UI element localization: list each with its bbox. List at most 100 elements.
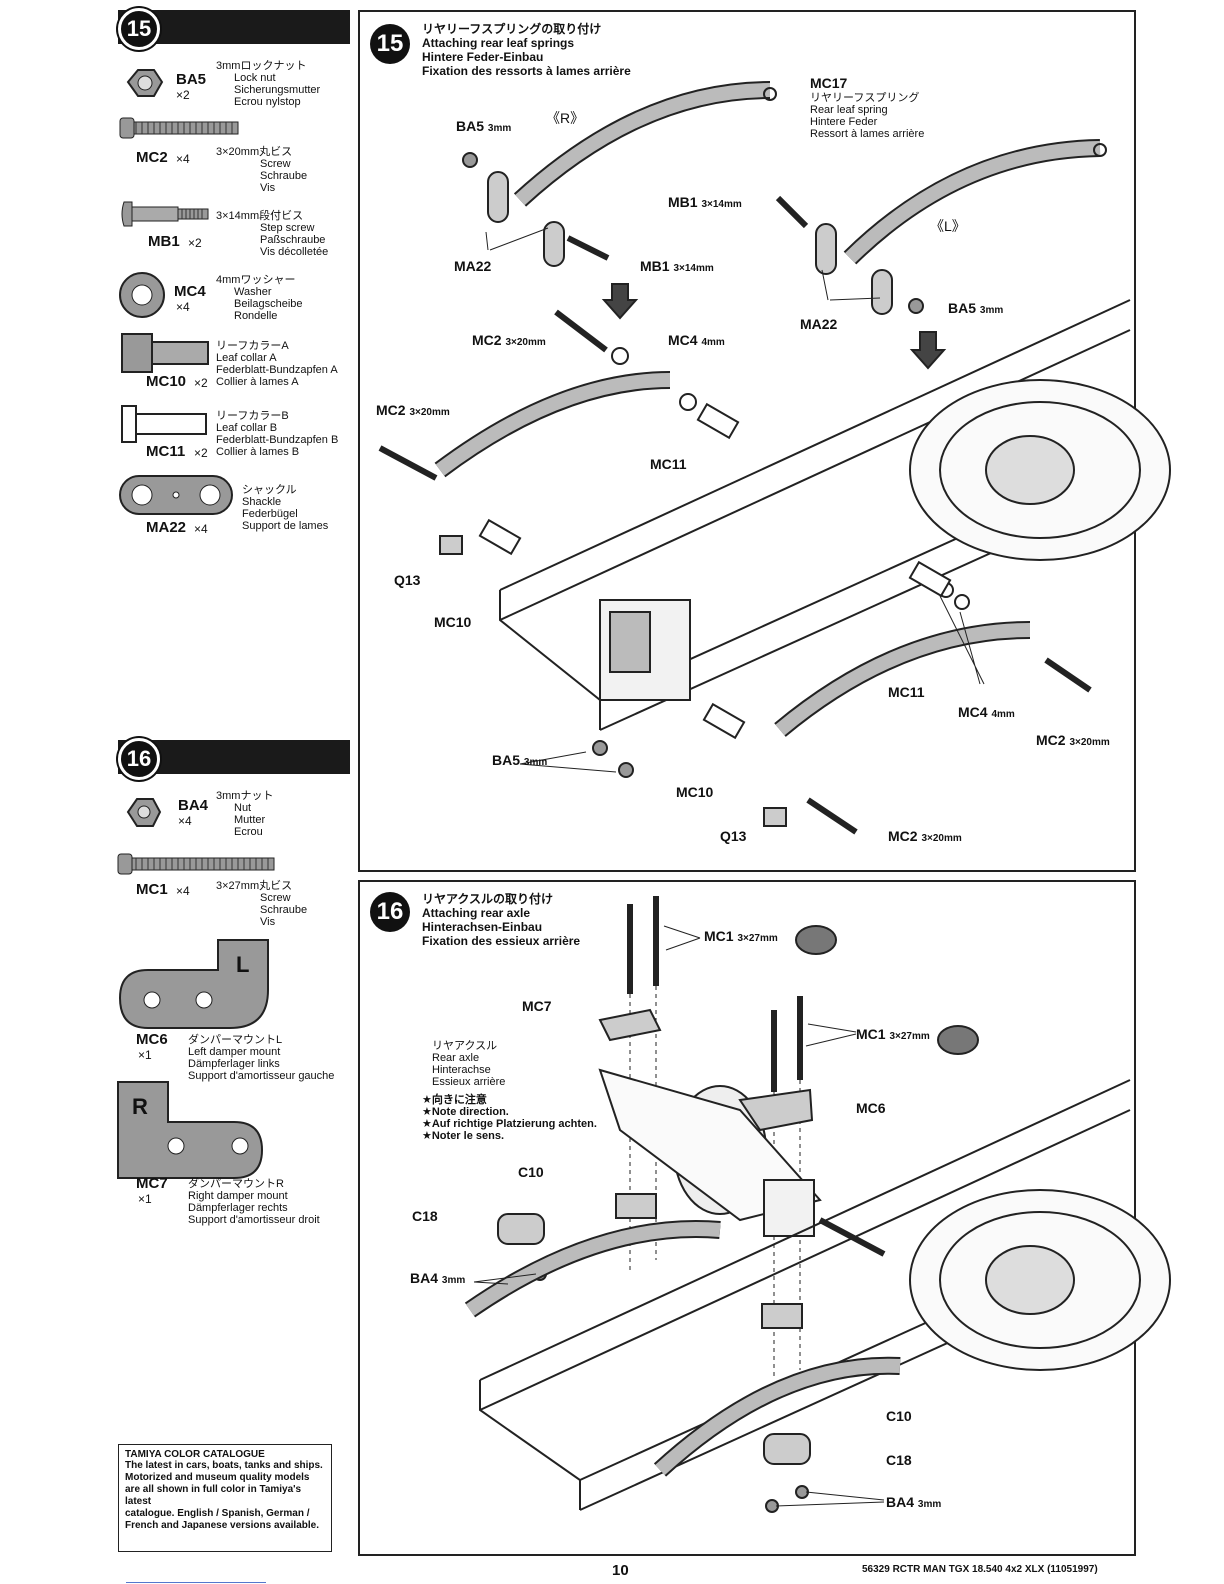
- mc1-code: MC1: [136, 881, 168, 898]
- mc4-qty: ×4: [176, 300, 190, 314]
- ba5-label-right: BA5 3mm: [948, 300, 1004, 316]
- mc2-label-d: MC2 3×20mm: [888, 828, 962, 844]
- mc11-leaf-collar-b-icon: [121, 405, 207, 443]
- q13-label-b: Q13: [720, 828, 747, 844]
- ba5-label-bottom: BA5 3mm: [492, 752, 548, 768]
- mc2-label-c: MC2 3×20mm: [1036, 732, 1110, 748]
- mc11-qty: ×2: [194, 446, 208, 460]
- step15-number-badge: 15: [118, 8, 160, 50]
- catalogue-box: TAMIYA COLOR CATALOGUE The latest in car…: [118, 1444, 332, 1552]
- ba4-label-b: BA4 3mm: [886, 1494, 942, 1510]
- mc10-label-a: MC10: [434, 614, 472, 630]
- mc2-screw-icon: [119, 117, 239, 139]
- mc10-leaf-collar-a-icon: [121, 333, 209, 373]
- ma22-label-top: MA22: [454, 258, 492, 274]
- mc6-left-damper-mount-icon: [118, 939, 269, 1029]
- mc4-label-b: MC4 4mm: [958, 704, 1015, 720]
- panel15-step-badge: 15: [370, 24, 410, 64]
- panel16-step-badge: 16: [370, 892, 410, 932]
- c18-label-a: C18: [412, 1208, 438, 1224]
- mc1-label-a: MC1 3×27mm: [704, 928, 778, 944]
- mc7-code: MC7: [136, 1175, 168, 1192]
- c10-label-a: C10: [518, 1164, 544, 1180]
- mc6-code: MC6: [136, 1031, 168, 1048]
- left-side-marker: 《L》: [930, 218, 966, 234]
- mc2-code: MC2: [136, 149, 168, 166]
- q13-label-a: Q13: [394, 572, 421, 588]
- mc2-qty: ×4: [176, 152, 190, 166]
- catalogue-line: The latest in cars, boats, tanks and shi…: [125, 1460, 323, 1471]
- ba5-label-top: BA5 3mm: [456, 118, 512, 134]
- right-side-marker: 《R》: [546, 110, 585, 126]
- mc4-washer-icon: [119, 272, 165, 318]
- ma22-code: MA22: [146, 519, 187, 536]
- ba5-code: BA5: [176, 71, 207, 88]
- ba5-nut-icon: [126, 69, 164, 97]
- mc6-label: MC6: [856, 1100, 886, 1116]
- kit-code: 56329 RCTR MAN TGX 18.540 4x2 XLX (11051…: [862, 1564, 1098, 1575]
- ba4-nut-icon: [126, 798, 162, 827]
- mc6-tag-letter: L: [236, 952, 250, 977]
- c18-label-b: C18: [886, 1452, 912, 1468]
- mc17-label: MC17: [810, 75, 848, 91]
- mc10-qty: ×2: [194, 376, 208, 390]
- mc7-tag-letter: R: [132, 1094, 148, 1119]
- c10-label-b: C10: [886, 1408, 912, 1424]
- mc7-right-damper-mount-icon: [117, 1081, 264, 1179]
- mc11-code: MC11: [146, 443, 186, 460]
- mc11-label-a: MC11: [650, 456, 687, 472]
- mc10-label-b: MC10: [676, 784, 714, 800]
- mc2-label-b: MC2 3×20mm: [376, 402, 450, 418]
- mb1-label-top-right: MB1 3×14mm: [668, 194, 742, 210]
- catalogue-line: Motorized and museum quality models: [125, 1472, 310, 1483]
- mc11-label-b: MC11: [888, 684, 925, 700]
- mc7-label: MC7: [522, 998, 552, 1014]
- ba5-qty: ×2: [176, 88, 190, 102]
- page-number: 10: [612, 1562, 629, 1579]
- mc4-code: MC4: [174, 283, 206, 300]
- ba4-qty: ×4: [178, 814, 192, 828]
- mc7-qty: ×1: [138, 1192, 152, 1206]
- footer-rule: [126, 1582, 266, 1583]
- mc10-code: MC10: [146, 373, 187, 390]
- mc1-qty: ×4: [176, 884, 190, 898]
- mc1-screw-icon: [117, 853, 275, 875]
- mc2-label-a: MC2 3×20mm: [472, 332, 546, 348]
- mc1-label-b: MC1 3×27mm: [856, 1026, 930, 1042]
- mb1-qty: ×2: [188, 236, 202, 250]
- ma22-shackle-icon: [119, 475, 233, 515]
- note-direction: ★向きに注意★Note direction.★Auf richtige Plat…: [422, 1094, 597, 1142]
- mc6-qty: ×1: [138, 1048, 152, 1062]
- mb1-code: MB1: [148, 233, 180, 250]
- mb1-label-top-left: MB1 3×14mm: [640, 258, 714, 274]
- ma22-label-right: MA22: [800, 316, 838, 332]
- mc4-label-a: MC4 4mm: [668, 332, 725, 348]
- catalogue-line: catalogue. English / Spanish, German /: [125, 1508, 310, 1519]
- mb1-step-screw-icon: [121, 201, 209, 227]
- catalogue-title: TAMIYA COLOR CATALOGUE: [125, 1449, 265, 1460]
- catalogue-line: French and Japanese versions available.: [125, 1520, 319, 1531]
- ba4-code: BA4: [178, 797, 209, 814]
- ma22-qty: ×4: [194, 522, 208, 536]
- ba4-label-a: BA4 3mm: [410, 1270, 466, 1286]
- catalogue-line: are all shown in full color in Tamiya's …: [125, 1484, 302, 1507]
- step16-number-badge: 16: [118, 738, 160, 780]
